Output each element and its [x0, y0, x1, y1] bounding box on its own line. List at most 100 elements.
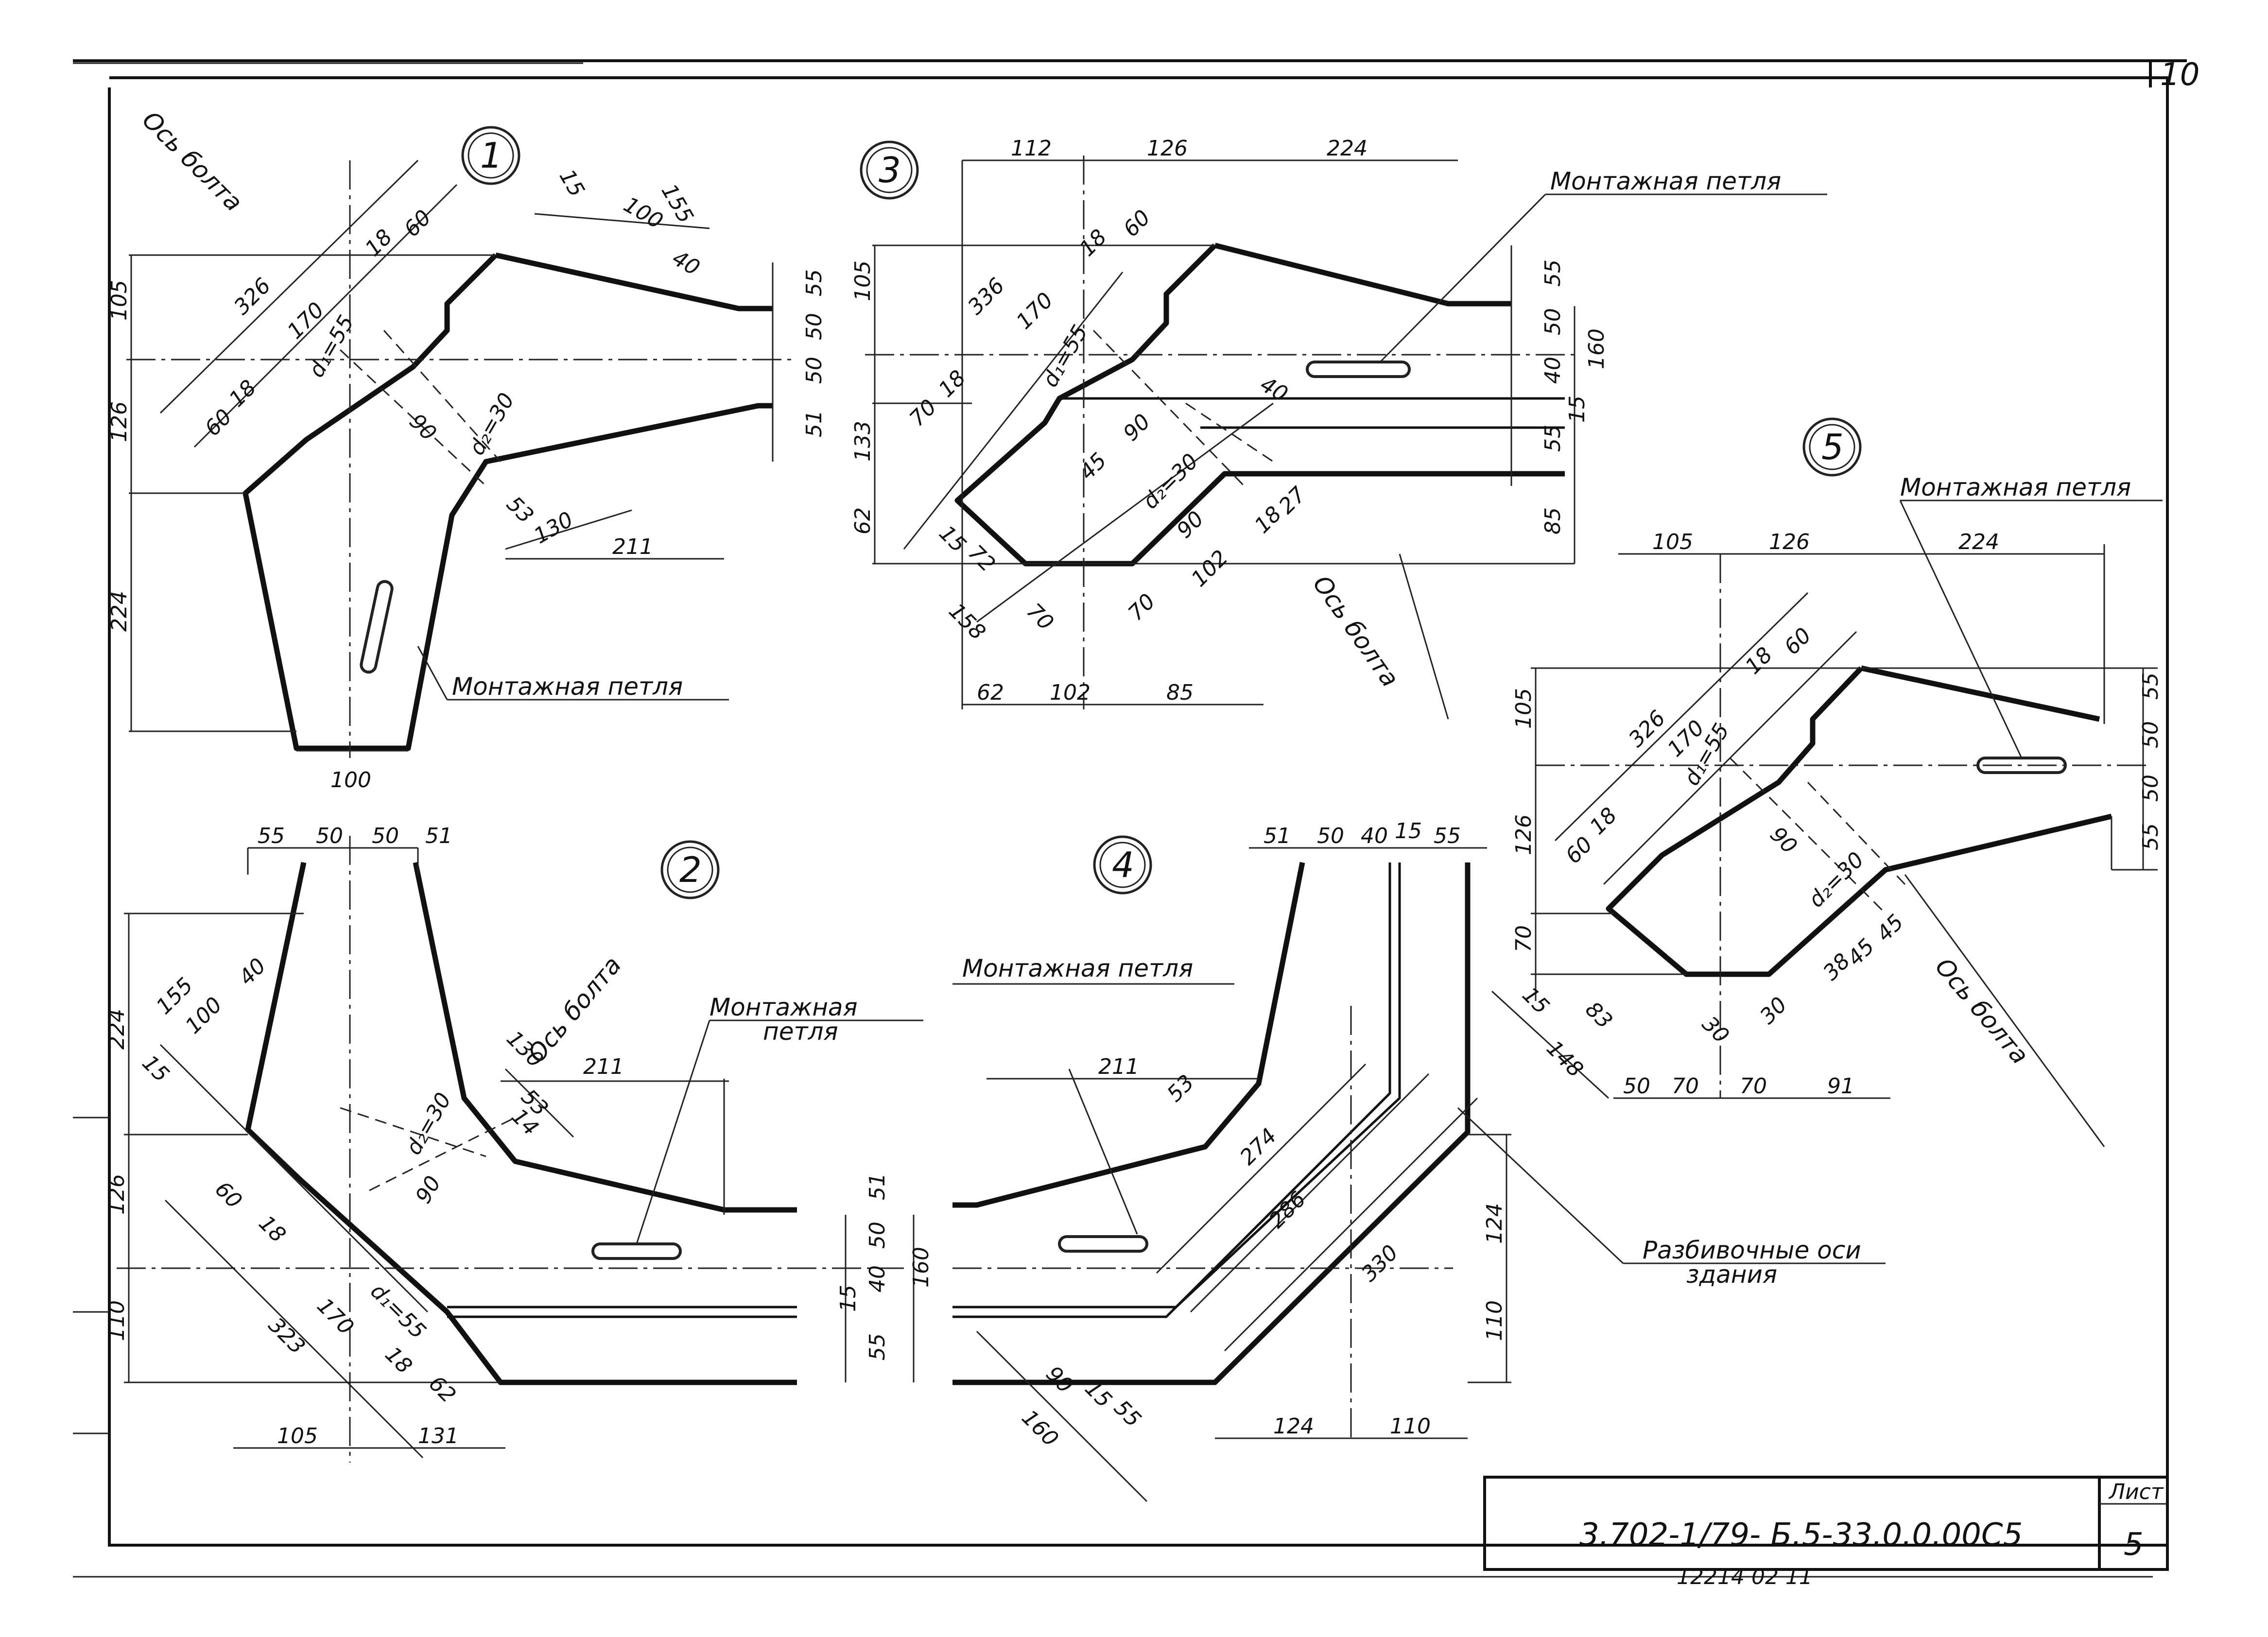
fig5-dim-60b: 60 — [1561, 832, 1598, 869]
document-code: 3.702-1/79- Б.5-33.0.0.00С5 — [1579, 1517, 2023, 1553]
fig3-dim-102b: 102 — [1050, 680, 1091, 705]
fig4-dim-286: 286 — [1264, 1187, 1311, 1233]
fig3-dim-126: 126 — [1147, 136, 1188, 161]
fig5-dim-d2: d₂=30 — [1804, 847, 1869, 913]
fig1-bolt-axis-label: Ось болта — [137, 105, 248, 217]
fig2-dim-126: 126 — [104, 1174, 129, 1215]
fig2-dim-40r: 40 — [865, 1265, 890, 1292]
fig2-dim-50b: 50 — [372, 824, 399, 848]
fig5-dim-105: 105 — [1652, 530, 1693, 554]
fig2-dim-15r: 15 — [836, 1285, 861, 1312]
fig2-dim-170: 170 — [312, 1293, 358, 1340]
fig5-dim-90: 90 — [1765, 822, 1802, 859]
fig3-dim-70b: 70 — [1021, 599, 1058, 636]
fig3-dim-15r: 15 — [1565, 396, 1590, 423]
fig4-dim-55b: 55 — [1109, 1396, 1146, 1432]
fig3-dim-55b: 55 — [1541, 425, 1565, 452]
fig5-dim-70l: 70 — [1511, 925, 1536, 952]
fig1-dim-55: 55 — [802, 269, 827, 296]
breakout-axes-label-1: Разбивочные оси — [1643, 1236, 1861, 1264]
fig2-dim-55r: 55 — [865, 1333, 890, 1361]
sheet-label: Лист — [2108, 1480, 2164, 1504]
figure-1-number: 1 — [480, 135, 502, 176]
fig3-dim-55: 55 — [1541, 259, 1565, 287]
fig2-dim-51r: 51 — [865, 1173, 890, 1200]
breakout-axes-label-2: здания — [1686, 1260, 1777, 1289]
fig4-dim-110b: 110 — [1390, 1414, 1431, 1439]
fig1-dim-50b: 50 — [802, 357, 827, 384]
fig5-dim-55b: 55 — [2138, 823, 2163, 850]
fig3-dim-50: 50 — [1541, 308, 1565, 335]
fig2-dim-40: 40 — [234, 953, 271, 990]
fig2-dim-18b: 18 — [380, 1342, 417, 1379]
fig2-mount-loop-label-1: Монтажная — [710, 993, 858, 1021]
fig4-dim-53: 53 — [1162, 1070, 1199, 1107]
fig3-dim-40: 40 — [1256, 372, 1292, 407]
fig3-dim-18: 18 — [1075, 224, 1112, 261]
figure-3-mount-loop — [1306, 361, 1411, 378]
fig2-dim-105b: 105 — [277, 1424, 318, 1448]
figure-5-number: 5 — [1821, 427, 1844, 467]
fig4-dim-124b: 124 — [1273, 1414, 1314, 1439]
fig1-dim-105: 105 — [107, 280, 132, 321]
fig2-dim-18: 18 — [254, 1211, 291, 1248]
fig2-dim-90: 90 — [411, 1172, 446, 1208]
fig5-dim-55a: 55 — [2138, 672, 2163, 700]
figure-4: 4 51 50 40 15 55 211 53 274 286 330 124 … — [952, 819, 1886, 1502]
fig5-dim-45b: 45 — [1872, 910, 1909, 947]
fig4-dim-211: 211 — [1098, 1054, 1139, 1079]
fig1-dim-224: 224 — [107, 591, 132, 632]
title-block: Лист 5 3.702-1/79- Б.5-33.0.0.00С5 12214… — [1483, 1476, 2169, 1589]
fig4-mount-loop-label: Монтажная петля — [962, 954, 1193, 982]
fig2-dim-62: 62 — [424, 1371, 461, 1408]
bottom-note: 12214 02 11 — [1677, 1565, 1813, 1589]
fig2-dim-60: 60 — [210, 1177, 247, 1214]
fig2-dim-55: 55 — [258, 824, 285, 848]
fig3-mount-loop-label: Монтажная петля — [1550, 167, 1781, 195]
figure-2-mount-loop — [591, 1242, 682, 1260]
fig4-dim-274: 274 — [1235, 1123, 1281, 1170]
fig5-mount-loop-label: Монтажная петля — [1900, 473, 2131, 501]
fig4-dim-40: 40 — [1361, 824, 1388, 848]
fig3-dim-336: 336 — [963, 273, 1009, 319]
fig1-dim-211: 211 — [612, 534, 653, 559]
fig5-dim-70a: 70 — [1672, 1074, 1699, 1099]
fig2-dim-d2: d₂=30 — [401, 1088, 456, 1159]
fig4-dim-51: 51 — [1264, 824, 1291, 848]
fig2-dim-50a: 50 — [316, 824, 343, 848]
fig3-dim-15: 15 — [934, 521, 971, 558]
fig1-dim-126: 126 — [107, 401, 132, 442]
fig5-dim-224: 224 — [1958, 530, 1999, 554]
fig1-dim-100-bottom: 100 — [330, 768, 371, 793]
fig2-dim-323: 323 — [263, 1313, 310, 1359]
fig5-dim-105l: 105 — [1511, 688, 1536, 729]
fig4-dim-330: 330 — [1357, 1240, 1403, 1286]
fig1-dim-326: 326 — [229, 273, 276, 319]
fig3-dim-70: 70 — [905, 395, 942, 431]
figure-4-number: 4 — [1112, 844, 1134, 885]
figure-3-number: 3 — [879, 150, 901, 190]
fig3-dim-60: 60 — [1119, 205, 1156, 242]
fig5-dim-60: 60 — [1780, 623, 1817, 660]
fig2-bolt-axis-label: Ось болта — [522, 951, 627, 1068]
fig3-dim-62b: 62 — [977, 680, 1004, 705]
fig5-dim-126l: 126 — [1511, 814, 1536, 855]
fig3-dim-40r: 40 — [1541, 357, 1565, 384]
figure-3: 3 112 126 224 105 133 62 336 170 18 60 7… — [850, 136, 1827, 720]
figure-2-number: 2 — [679, 849, 702, 890]
fig4-dim-110r: 110 — [1482, 1300, 1507, 1341]
fig2-dim-224: 224 — [104, 1009, 129, 1050]
fig3-dim-72: 72 — [963, 540, 1000, 577]
fig2-mount-loop-label-2: петля — [763, 1017, 838, 1046]
fig3-dim-62: 62 — [850, 507, 875, 534]
fig3-dim-90a: 90 — [1119, 409, 1156, 446]
fig4-dim-15: 15 — [1395, 819, 1422, 844]
fig5-dim-18: 18 — [1741, 642, 1778, 679]
fig5-dim-126: 126 — [1769, 530, 1810, 554]
figure-2: 2 55 50 50 51 224 126 110 155 100 40 — [104, 824, 934, 1463]
fig3-dim-112: 112 — [1011, 136, 1052, 161]
fig5-dim-70b: 70 — [1740, 1074, 1767, 1099]
fig3-dim-18b: 18 — [934, 365, 971, 402]
fig3-dim-133: 133 — [850, 421, 875, 462]
fig5-dim-50ar: 50 — [2138, 721, 2163, 748]
